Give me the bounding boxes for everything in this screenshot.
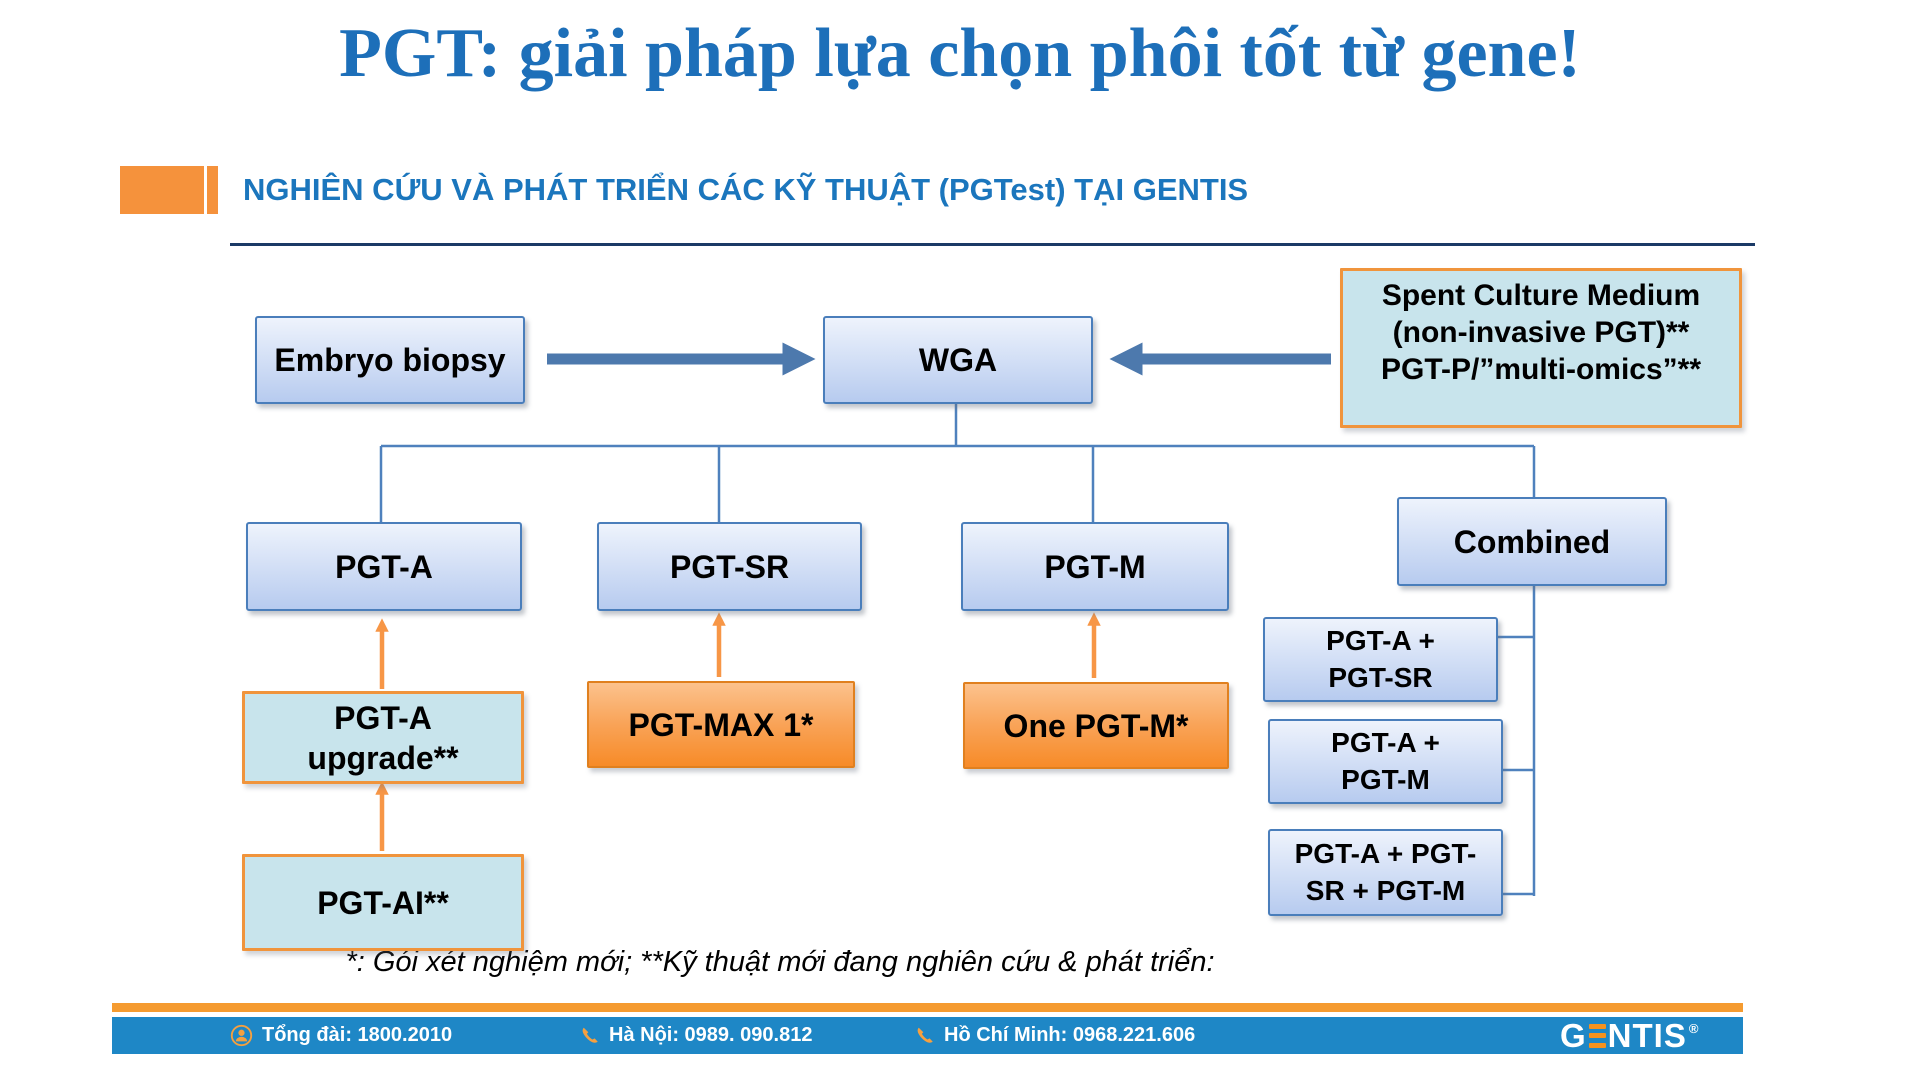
node-pgt-m: PGT-M: [961, 522, 1229, 611]
section-accent-block: [120, 166, 204, 214]
node-label: Embryo biopsy: [274, 342, 506, 378]
footer-hcmc-label: Hồ Chí Minh: 0968.221.606: [944, 1024, 1196, 1046]
logo-letters-ntis: NTIS: [1607, 1016, 1687, 1054]
node-label-line: upgrade**: [307, 739, 459, 776]
gentis-logo: G NTIS ®: [1560, 1017, 1699, 1054]
node-label-line: PGT-M: [1341, 763, 1430, 795]
node-pgt-a-plus-pgt-sr: PGT-A + PGT-SR: [1263, 617, 1498, 702]
footer-accent-bar: [112, 1003, 1743, 1012]
node-pgt-a: PGT-A: [246, 522, 522, 611]
node-label: PGT-A: [335, 548, 433, 585]
node-label-line: (non-invasive PGT)**: [1392, 316, 1690, 350]
node-label-line: PGT-A + PGT-: [1294, 838, 1477, 870]
node-label: WGA: [918, 342, 998, 378]
node-pgt-a-plus-pgt-m: PGT-A + PGT-M: [1268, 719, 1503, 804]
person-circle-icon: [230, 1024, 253, 1047]
footer-hanoi-label: Hà Nội: 0989. 090.812: [609, 1024, 813, 1046]
node-embryo-biopsy: Embryo biopsy: [255, 316, 525, 404]
node-label-line: PGT-A +: [1331, 727, 1440, 759]
node-label: One PGT-M*: [1003, 707, 1189, 744]
node-label: PGT-AI**: [317, 884, 449, 921]
node-pgt-a-upgrade: PGT-A upgrade**: [242, 691, 524, 784]
node-label-line: SR + PGT-M: [1305, 874, 1466, 906]
node-pgt-a-plus-pgt-sr-plus-pgt-m: PGT-A + PGT- SR + PGT-M: [1268, 829, 1503, 916]
node-label-line: PGT-SR: [1328, 661, 1433, 693]
section-heading: NGHIÊN CỨU VÀ PHÁT TRIỂN CÁC KỸ THUẬT (P…: [243, 172, 1249, 207]
node-wga: WGA: [823, 316, 1093, 404]
footer-hotline: Tổng đài: 1800.2010: [230, 1017, 452, 1054]
node-combined: Combined: [1397, 497, 1667, 586]
node-label: Combined: [1453, 523, 1611, 560]
node-one-pgt-m: One PGT-M*: [963, 682, 1229, 769]
node-label-line: PGT-A: [334, 699, 432, 736]
node-pgt-sr: PGT-SR: [597, 522, 862, 611]
footer-hotline-label: Tổng đài: 1800.2010: [262, 1024, 453, 1046]
page-title: PGT: giải pháp lựa chọn phôi tốt từ gene…: [339, 15, 1581, 92]
node-label-line: PGT-A +: [1326, 625, 1435, 657]
section-accent-tick: [207, 166, 218, 214]
registered-mark: ®: [1688, 1021, 1700, 1036]
section-divider: [230, 243, 1755, 246]
node-label-line: Spent Culture Medium: [1381, 279, 1701, 312]
phone-icon: [917, 1027, 933, 1043]
node-label: PGT-SR: [669, 548, 790, 585]
node-pgt-ai: PGT-AI**: [242, 854, 524, 951]
phone-icon: [582, 1027, 598, 1043]
node-label: PGT-MAX 1*: [628, 706, 814, 743]
upgrade-arrows: [375, 612, 1101, 851]
footer-hcmc: Hồ Chí Minh: 0968.221.606: [915, 1017, 1195, 1054]
node-label-line: PGT-P/”multi-omics”**: [1380, 353, 1702, 387]
node-pgt-max-1: PGT-MAX 1*: [587, 681, 855, 768]
logo-letter-g: G: [1560, 1016, 1587, 1054]
logo-dna-e-icon: [1588, 1023, 1606, 1048]
node-spent-culture-medium: Spent Culture Medium (non-invasive PGT)*…: [1340, 268, 1742, 428]
footer-bar: Tổng đài: 1800.2010 Hà Nội: 0989. 090.81…: [112, 1017, 1743, 1054]
footnote: *: Gói xét nghiệm mới; **Kỹ thuật mới đa…: [345, 946, 1215, 978]
footer-hanoi: Hà Nội: 0989. 090.812: [580, 1017, 812, 1054]
node-label: PGT-M: [1044, 548, 1146, 585]
